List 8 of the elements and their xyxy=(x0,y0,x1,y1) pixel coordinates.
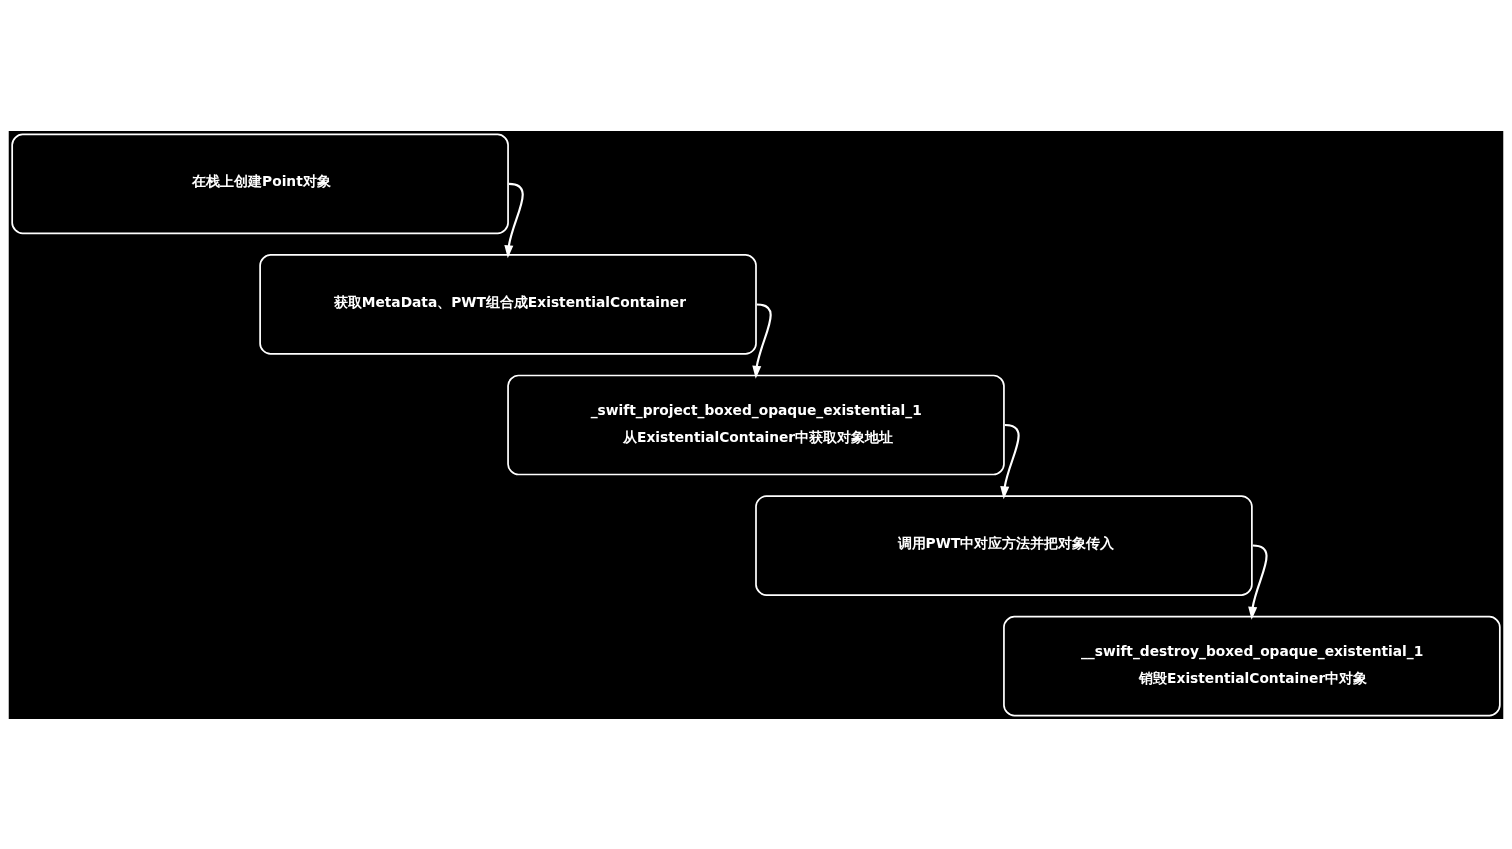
node-box: 在栈上创建Point对象 xyxy=(11,133,509,234)
node-box: 调用PWT中对应方法并把对象传入 xyxy=(755,494,1253,596)
arrow xyxy=(504,182,524,258)
node-box: 获取MetaData、PWT组合成ExistentialContainer xyxy=(259,253,757,355)
node-box: _swift_project_boxed_opaque_existential_1 从ExistentialContainer中获取对象地址 xyxy=(507,374,1005,475)
node-box: __swift_destroy_boxed_opaque_existential_1 销毁ExistentialContainer中对象 xyxy=(1003,615,1501,716)
arrow xyxy=(752,302,772,379)
arrow xyxy=(1248,543,1268,620)
